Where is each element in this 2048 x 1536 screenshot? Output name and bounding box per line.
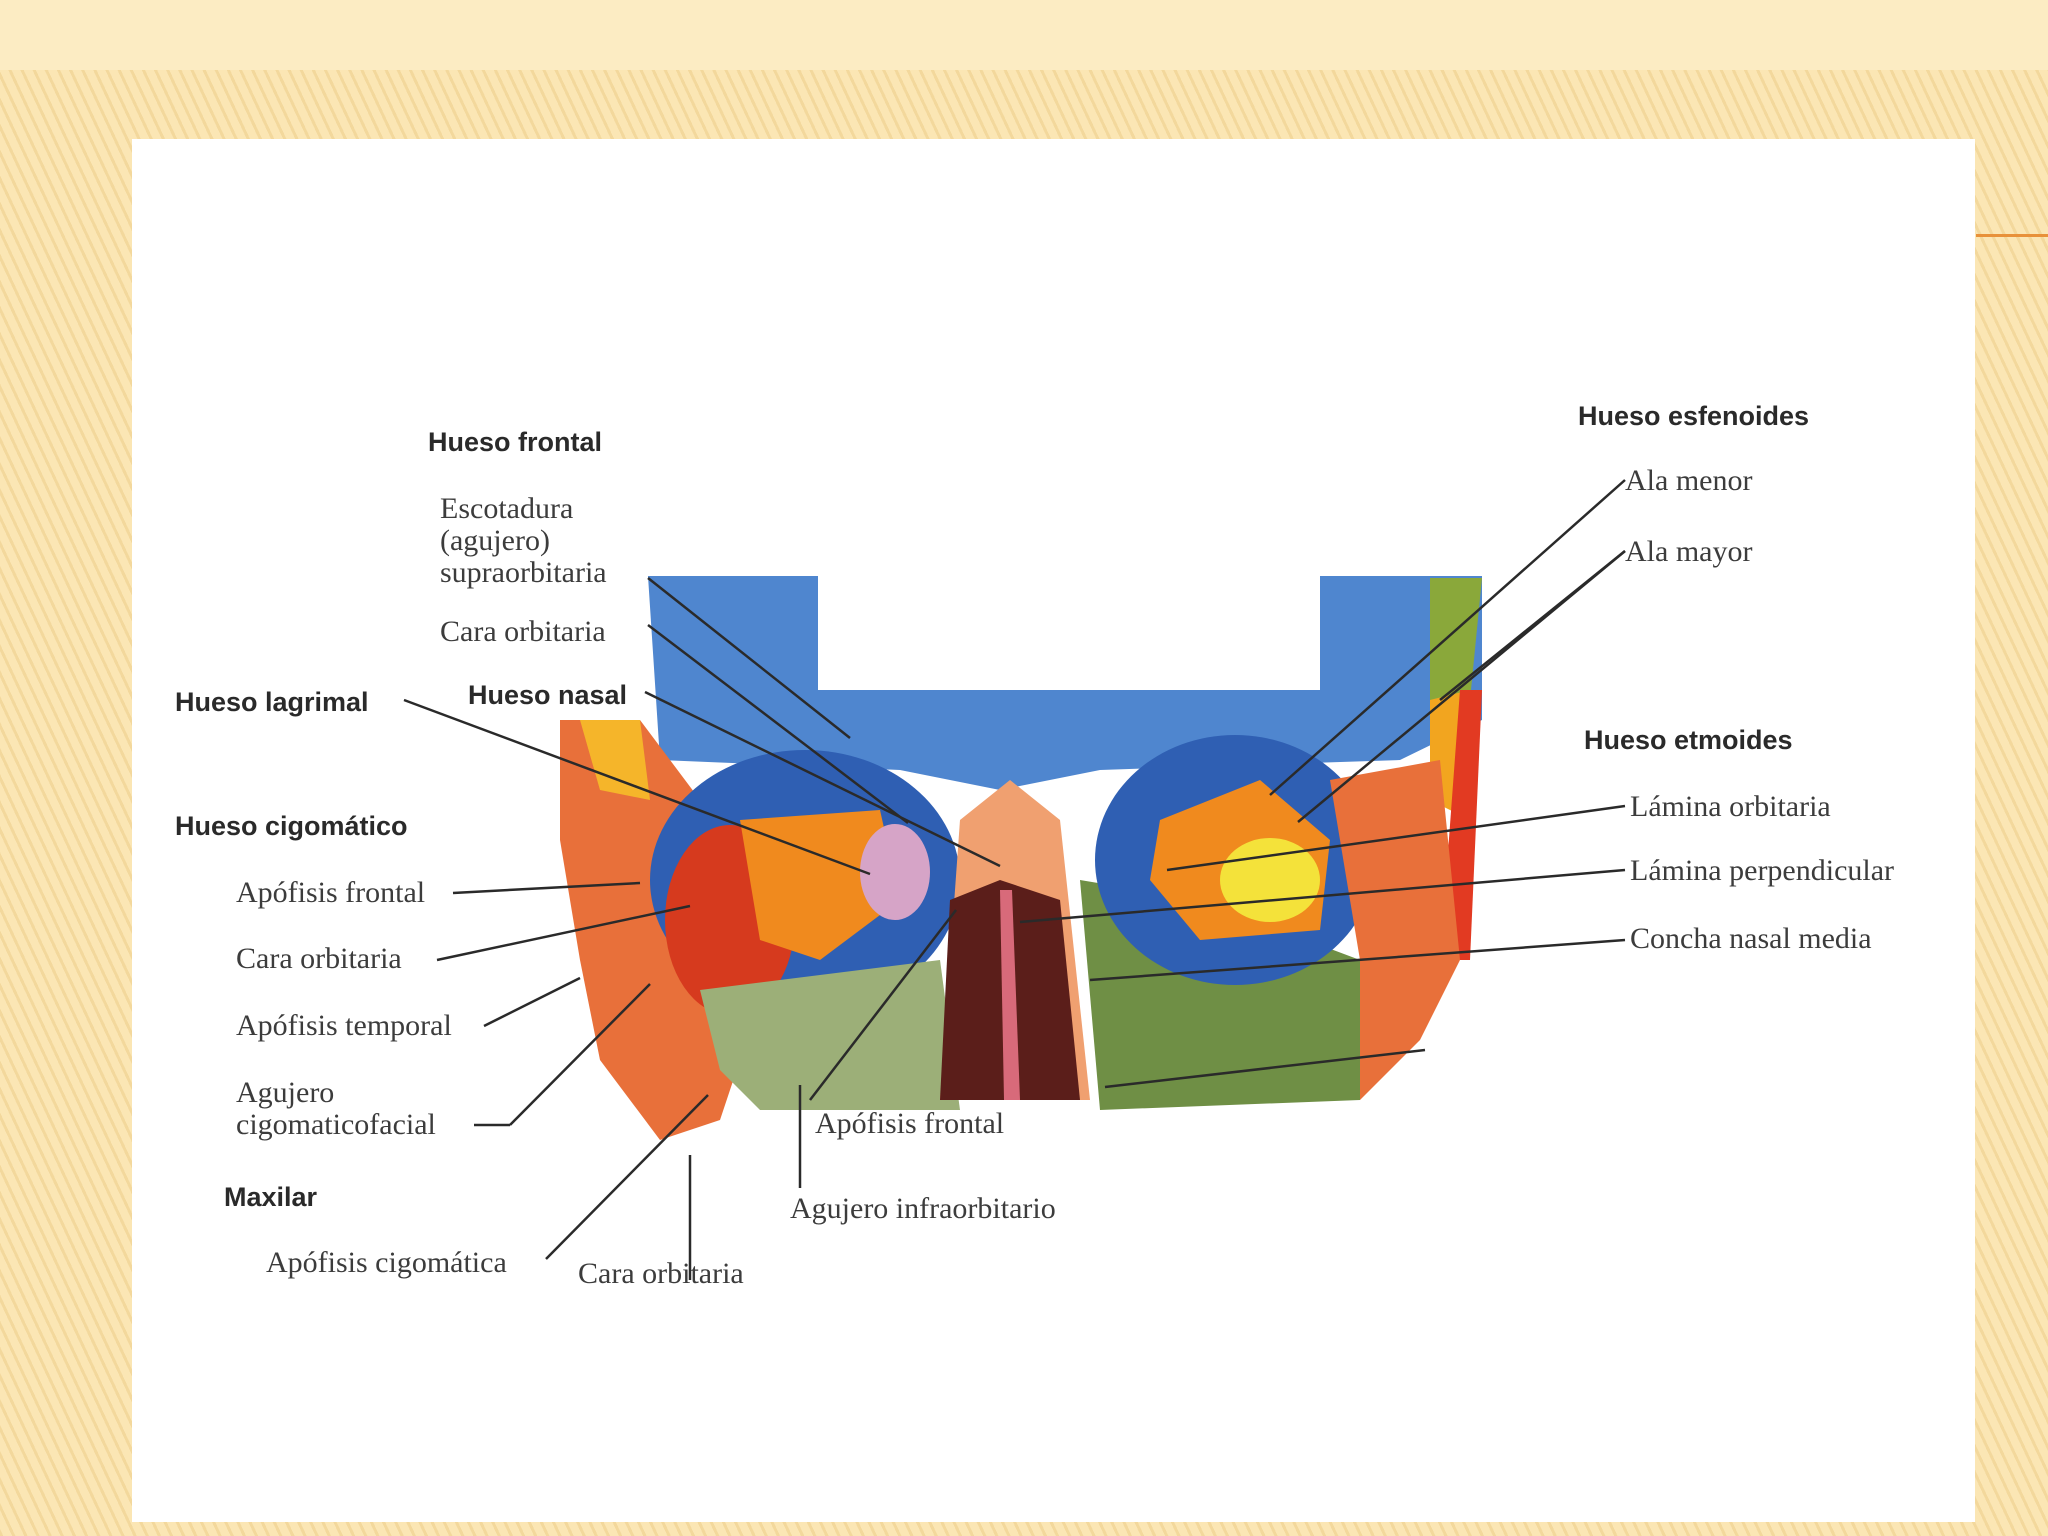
label-cigomatico-apofisis-frontal: Apófisis frontal <box>236 876 426 909</box>
label-hueso-lagrimal: Hueso lagrimal <box>175 687 369 717</box>
label-cigomatico-cara-orbitaria: Cara orbitaria <box>236 942 402 975</box>
leader-lines <box>403 479 1626 1280</box>
sphenoid-wing-green <box>1430 578 1482 720</box>
label-maxilar-apofisis-cigomatica: Apófisis cigomática <box>266 1246 507 1279</box>
label-lamina-orbitaria: Lámina orbitaria <box>1630 790 1831 823</box>
label-frontal-cara-orbitaria: Cara orbitaria <box>440 615 606 648</box>
label-lamina-perpendicular: Lámina perpendicular <box>1630 854 1895 887</box>
label-maxilar-cara-orbitaria: Cara orbitaria <box>578 1257 744 1290</box>
label-agujero-cigomaticofacial: Agujero cigomaticofacial <box>236 1076 436 1141</box>
frontal-bone <box>648 576 1482 790</box>
left-zygomatic-yellow <box>580 720 650 800</box>
label-maxilar-apofisis-frontal: Apófisis frontal <box>815 1107 1005 1140</box>
label-maxilar: Maxilar <box>224 1182 318 1212</box>
label-ala-menor: Ala menor <box>1625 464 1753 497</box>
label-agujero-infraorbitario: Agujero infraorbitario <box>790 1192 1056 1225</box>
label-hueso-nasal: Hueso nasal <box>468 680 628 710</box>
label-hueso-cigomatico: Hueso cigomático <box>175 811 408 841</box>
label-concha-nasal-media: Concha nasal media <box>1630 922 1872 955</box>
label-cigomatico-apofisis-temporal: Apófisis temporal <box>236 1009 452 1042</box>
label-ala-mayor: Ala mayor <box>1625 535 1753 568</box>
left-lacrimal <box>860 824 930 920</box>
slide-accent-line <box>1976 234 2048 237</box>
label-hueso-frontal: Hueso frontal <box>428 427 603 457</box>
left-zygomatic <box>560 720 760 1140</box>
label-escotadura-supraorbitaria: Escotadura (agujero) supraorbitaria <box>440 492 607 589</box>
label-hueso-esfenoides: Hueso esfenoides <box>1578 401 1810 431</box>
left-orbit-orange <box>740 810 900 960</box>
label-hueso-etmoides: Hueso etmoides <box>1584 725 1793 755</box>
slide-top-band <box>0 0 2048 70</box>
right-zygomatic <box>1330 760 1460 1100</box>
nasal-septum <box>1000 890 1020 1100</box>
left-maxilla <box>700 960 960 1110</box>
